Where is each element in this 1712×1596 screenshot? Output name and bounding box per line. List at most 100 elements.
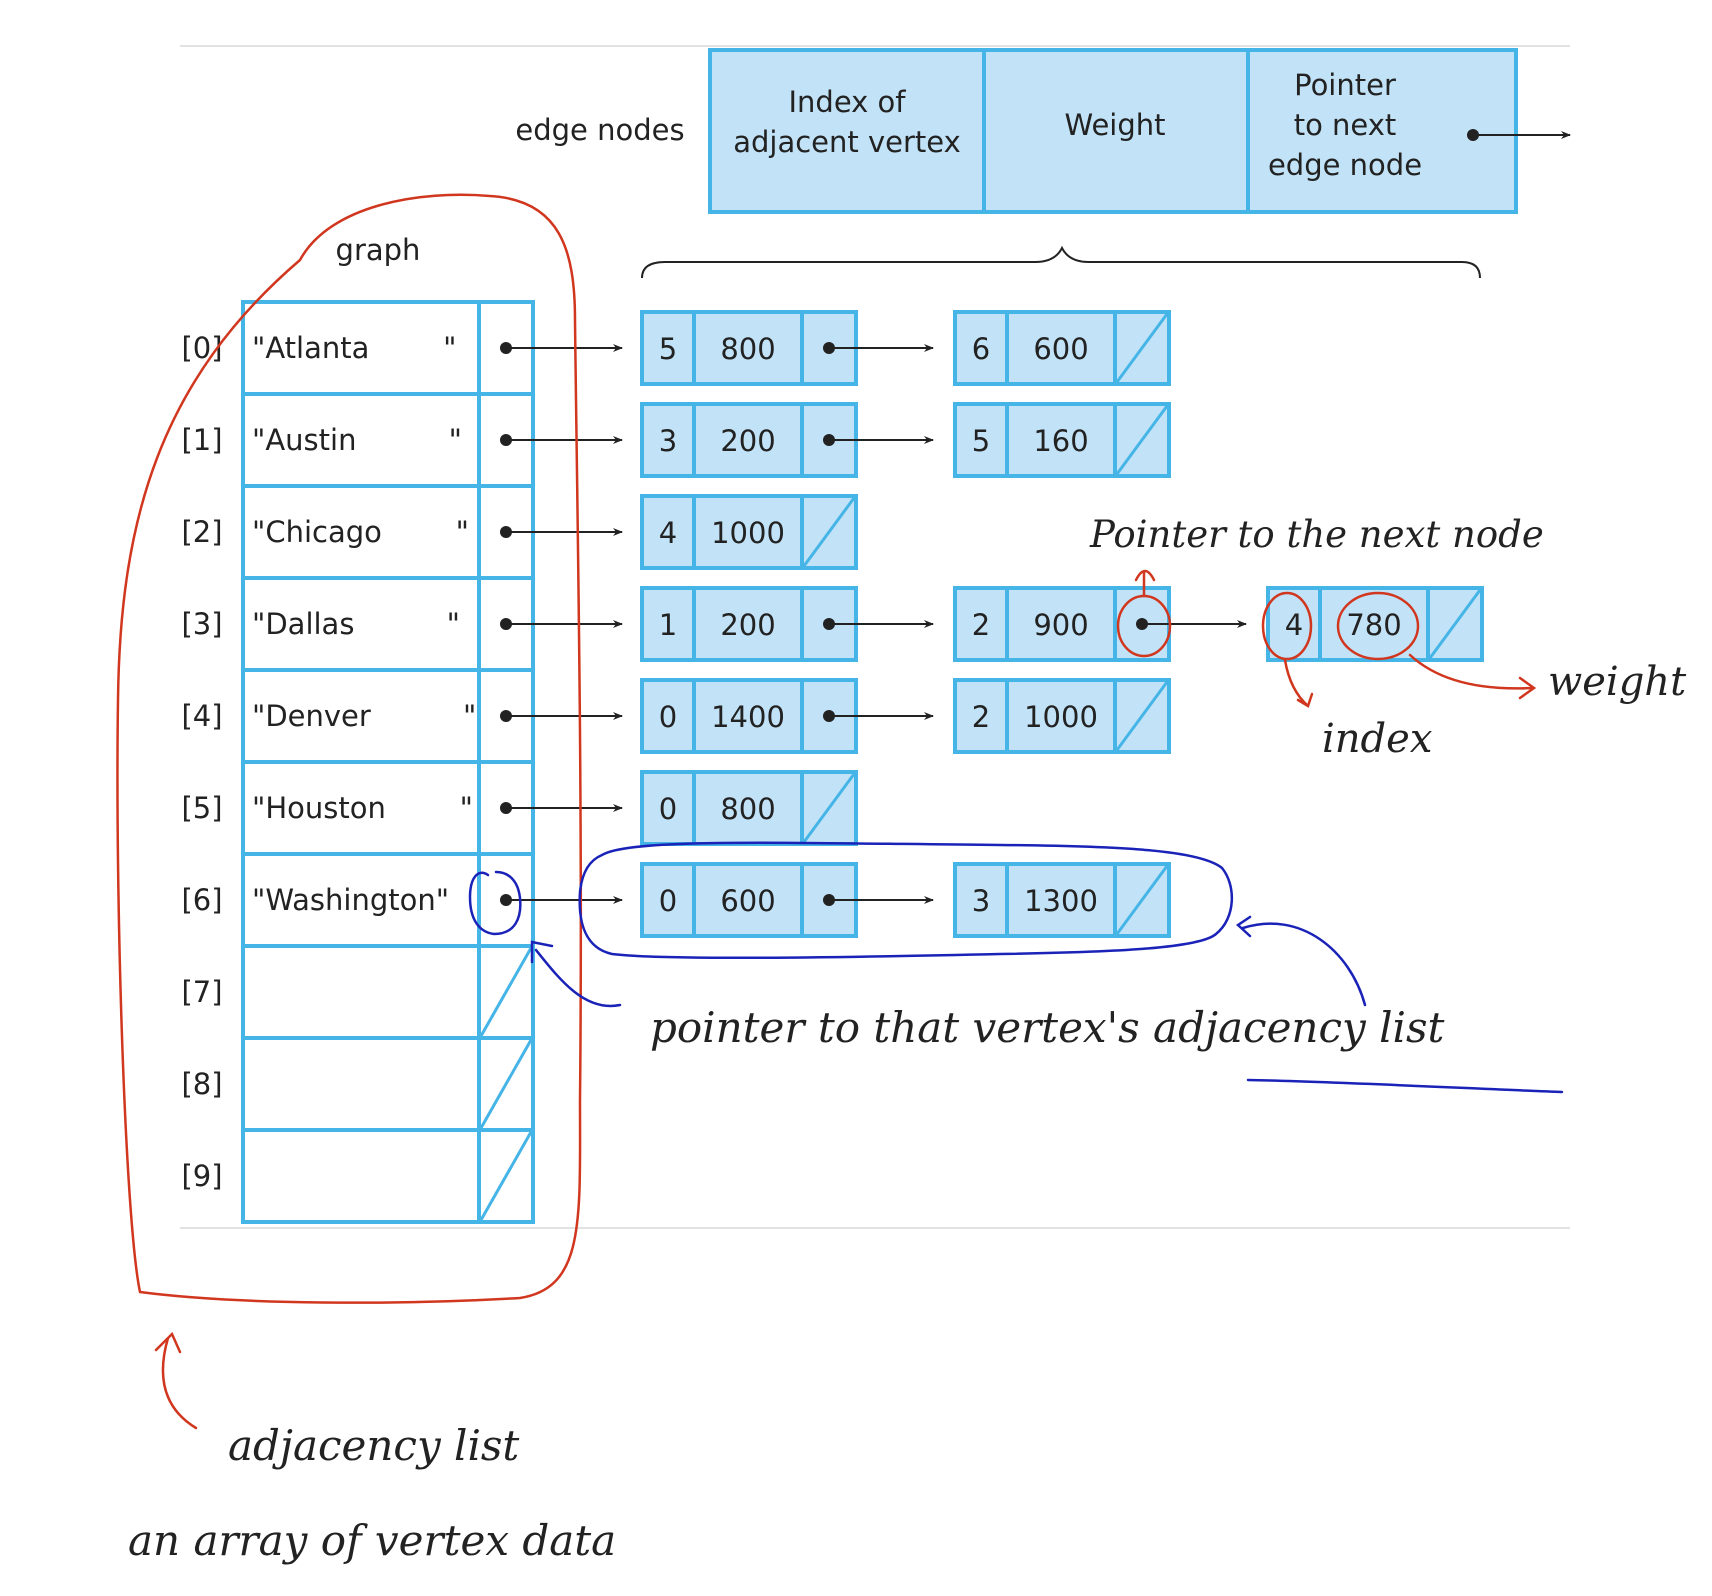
index-annotation: index: [1322, 716, 1432, 762]
index-arrow: [1283, 658, 1314, 708]
brace: [641, 245, 1481, 279]
pointer-list-annotation: pointer to that vertex's adjacency list: [650, 1003, 1444, 1052]
edge-weight-cell: [692, 310, 804, 386]
graph-label: graph: [336, 233, 421, 267]
null-pointer-slash: [479, 1039, 533, 1129]
edge-weight-value: 600: [720, 884, 775, 918]
edge-index-cell: [953, 678, 1009, 754]
edge-node: 3 200: [640, 402, 934, 478]
edge-index-value: 0: [659, 884, 677, 918]
edge-nodes-label: edge nodes: [515, 113, 684, 147]
edge-index-value: 1: [659, 608, 677, 642]
edge-weight-cell: [1005, 310, 1117, 386]
null-pointer-slash: [479, 947, 533, 1037]
edge-index-value: 4: [659, 516, 677, 550]
legend-line: Pointer: [1294, 68, 1396, 102]
edge-index-value: 3: [972, 884, 990, 918]
edge-weight-value: 800: [720, 792, 775, 826]
edge-index-value: 5: [659, 332, 677, 366]
legend-line: adjacent vertex: [733, 125, 961, 159]
edge-index-value: 2: [972, 608, 990, 642]
edge-node: 2 900: [953, 586, 1247, 662]
edge-index-cell: [953, 310, 1009, 386]
vertex-index-label: [3]: [181, 607, 222, 641]
legend-cell-index: [708, 48, 986, 214]
vertex-name: "Atlanta ": [252, 331, 456, 365]
red-annotation-text: Pointer to the next node weight index ad…: [128, 513, 1687, 1565]
weight-annotation: weight: [1548, 659, 1687, 705]
edge-index-value: 5: [972, 424, 990, 458]
edge-weight-value: 1300: [1024, 884, 1098, 918]
vertex-index-label: [6]: [181, 883, 222, 917]
edge-weight-cell: [692, 586, 804, 662]
edge-weight-cell: [1005, 402, 1117, 478]
null-pointer-slash: [1428, 589, 1482, 659]
adjacency-list-underline: [1246, 1078, 1564, 1094]
edge-index-cell: [953, 402, 1009, 478]
legend-line: to next: [1294, 108, 1397, 142]
edge-node: 4 1000: [640, 494, 858, 570]
edge-weight-value: 800: [720, 332, 775, 366]
edge-index-value: 3: [659, 424, 677, 458]
edge-index-cell: [640, 494, 696, 570]
array-enclosure: [116, 193, 583, 1304]
vertex-name: "Houston ": [252, 791, 473, 825]
vertex-name-cell: [241, 944, 481, 1040]
edge-index-cell: [640, 402, 696, 478]
list-arrow: [1235, 915, 1367, 1007]
vertex-name: "Washington": [252, 883, 449, 917]
blue-annotation-text: pointer to that vertex's adjacency list: [650, 1003, 1444, 1052]
edge-weight-cell: [692, 678, 804, 754]
edge-weight-value: 900: [1033, 608, 1088, 642]
null-pointer-slash: [802, 497, 856, 567]
pointer-circle-blue: [468, 870, 522, 936]
edge-index-cell: [953, 586, 1009, 662]
vertex-name: "Chicago ": [252, 515, 469, 549]
weight-circle: [1336, 591, 1420, 661]
pointer-caret: [1134, 569, 1156, 598]
adjacency-list-annotation: adjacency list: [228, 1421, 519, 1470]
array-description-annotation: an array of vertex data: [128, 1516, 616, 1565]
edge-node: 5 800: [640, 310, 934, 386]
pointer-list-text: pointer to that vertex's adjacency list: [650, 1003, 1444, 1052]
edge-index-value: 4: [1285, 608, 1303, 642]
null-pointer-slash: [1115, 405, 1169, 475]
edge-weight-value: 1000: [711, 516, 785, 550]
edge-node: 5 160: [953, 402, 1171, 478]
vertex-array: [0]"Atlanta "[1]"Austin "[2]"Chicago "[3…: [181, 300, 623, 1224]
vertex-name-cell: [241, 760, 481, 856]
edge-weight-value: 200: [720, 424, 775, 458]
edge-weight-cell: [1005, 678, 1117, 754]
vertex-name: "Denver ": [252, 699, 476, 733]
vertex-index-label: [5]: [181, 791, 222, 825]
edge-weight-value: 1000: [1024, 700, 1098, 734]
edge-index-cell: [640, 586, 696, 662]
edge-weight-value: 160: [1033, 424, 1088, 458]
edge-weight-value: 1400: [711, 700, 785, 734]
edge-weight-cell: [1005, 862, 1117, 938]
vertex-name-cell: [241, 484, 481, 580]
list-enclosure: [578, 841, 1234, 960]
vertex-index-label: [1]: [181, 423, 222, 457]
vertex-name-cell: [241, 576, 481, 672]
adjacency-list-arrow: [154, 1331, 198, 1430]
vertex-index-label: [9]: [181, 1159, 222, 1193]
vertex-name-cell: [241, 1036, 481, 1132]
vertex-index-label: [4]: [181, 699, 222, 733]
vertex-index-label: [0]: [181, 331, 222, 365]
pointer-list-arrow: [530, 940, 622, 1008]
vertex-name-cell: [241, 668, 481, 764]
null-pointer-slash: [802, 773, 856, 843]
vertex-index-label: [7]: [181, 975, 222, 1009]
edge-weight-value: 780: [1346, 608, 1401, 642]
null-pointer-slash: [479, 1131, 533, 1221]
legend-line: Weight: [1064, 108, 1165, 142]
